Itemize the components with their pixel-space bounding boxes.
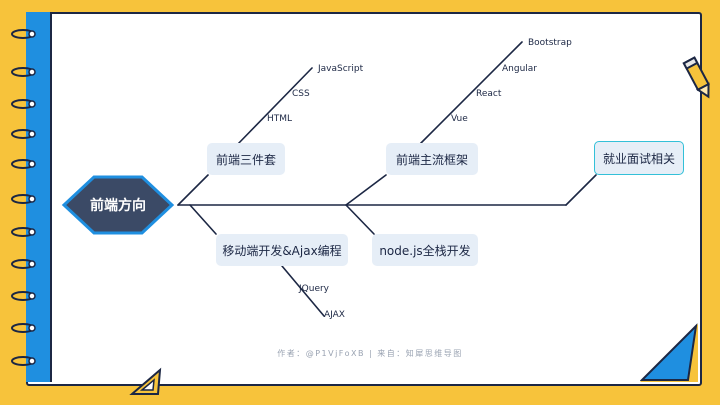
spiral-ring-icon <box>11 159 36 169</box>
leaf-vue[interactable]: Vue <box>451 114 468 124</box>
leaf-javascript[interactable]: JavaScript <box>318 64 364 74</box>
node-job-interview[interactable]: 就业面试相关 <box>594 141 684 175</box>
leaf-css[interactable]: CSS <box>292 89 310 99</box>
spiral-ring-icon <box>11 194 36 204</box>
spiral-ring-icon <box>11 259 36 269</box>
root-node-label: 前端方向 <box>90 198 146 214</box>
spiral-ring-icon <box>11 67 36 77</box>
triangle-ruler-icon <box>129 367 162 395</box>
footer-credit: 作者：@P1VjFoXB | 来自：知犀思维导图 <box>277 349 463 358</box>
root-node-shape <box>61 175 175 235</box>
leaf-jquery[interactable]: JQuery <box>299 284 330 294</box>
node-frontend-trio[interactable]: 前端三件套 <box>207 143 285 175</box>
node-nodejs-fullstack[interactable]: node.js全栈开发 <box>372 234 478 266</box>
spiral-ring-icon <box>11 356 36 366</box>
spiral-ring-icon <box>11 29 36 39</box>
pencil-icon <box>682 56 710 99</box>
spiral-ring-icon <box>11 99 36 109</box>
leaf-bootstrap[interactable]: Bootstrap <box>528 38 572 48</box>
leaf-html[interactable]: HTML <box>267 114 293 124</box>
leaf-angular[interactable]: Angular <box>502 64 537 74</box>
spiral-ring-icon <box>11 227 36 237</box>
node-mobile-ajax[interactable]: 移动端开发&Ajax编程 <box>216 234 348 266</box>
spiral-ring-icon <box>11 291 36 301</box>
leaf-ajax[interactable]: AJAX <box>324 310 345 320</box>
leaf-react[interactable]: React <box>476 89 502 99</box>
spiral-ring-icon <box>11 323 36 333</box>
node-mainstream-frameworks[interactable]: 前端主流框架 <box>386 143 478 175</box>
page-curl-icon <box>640 323 698 382</box>
spiral-ring-icon <box>11 129 36 139</box>
